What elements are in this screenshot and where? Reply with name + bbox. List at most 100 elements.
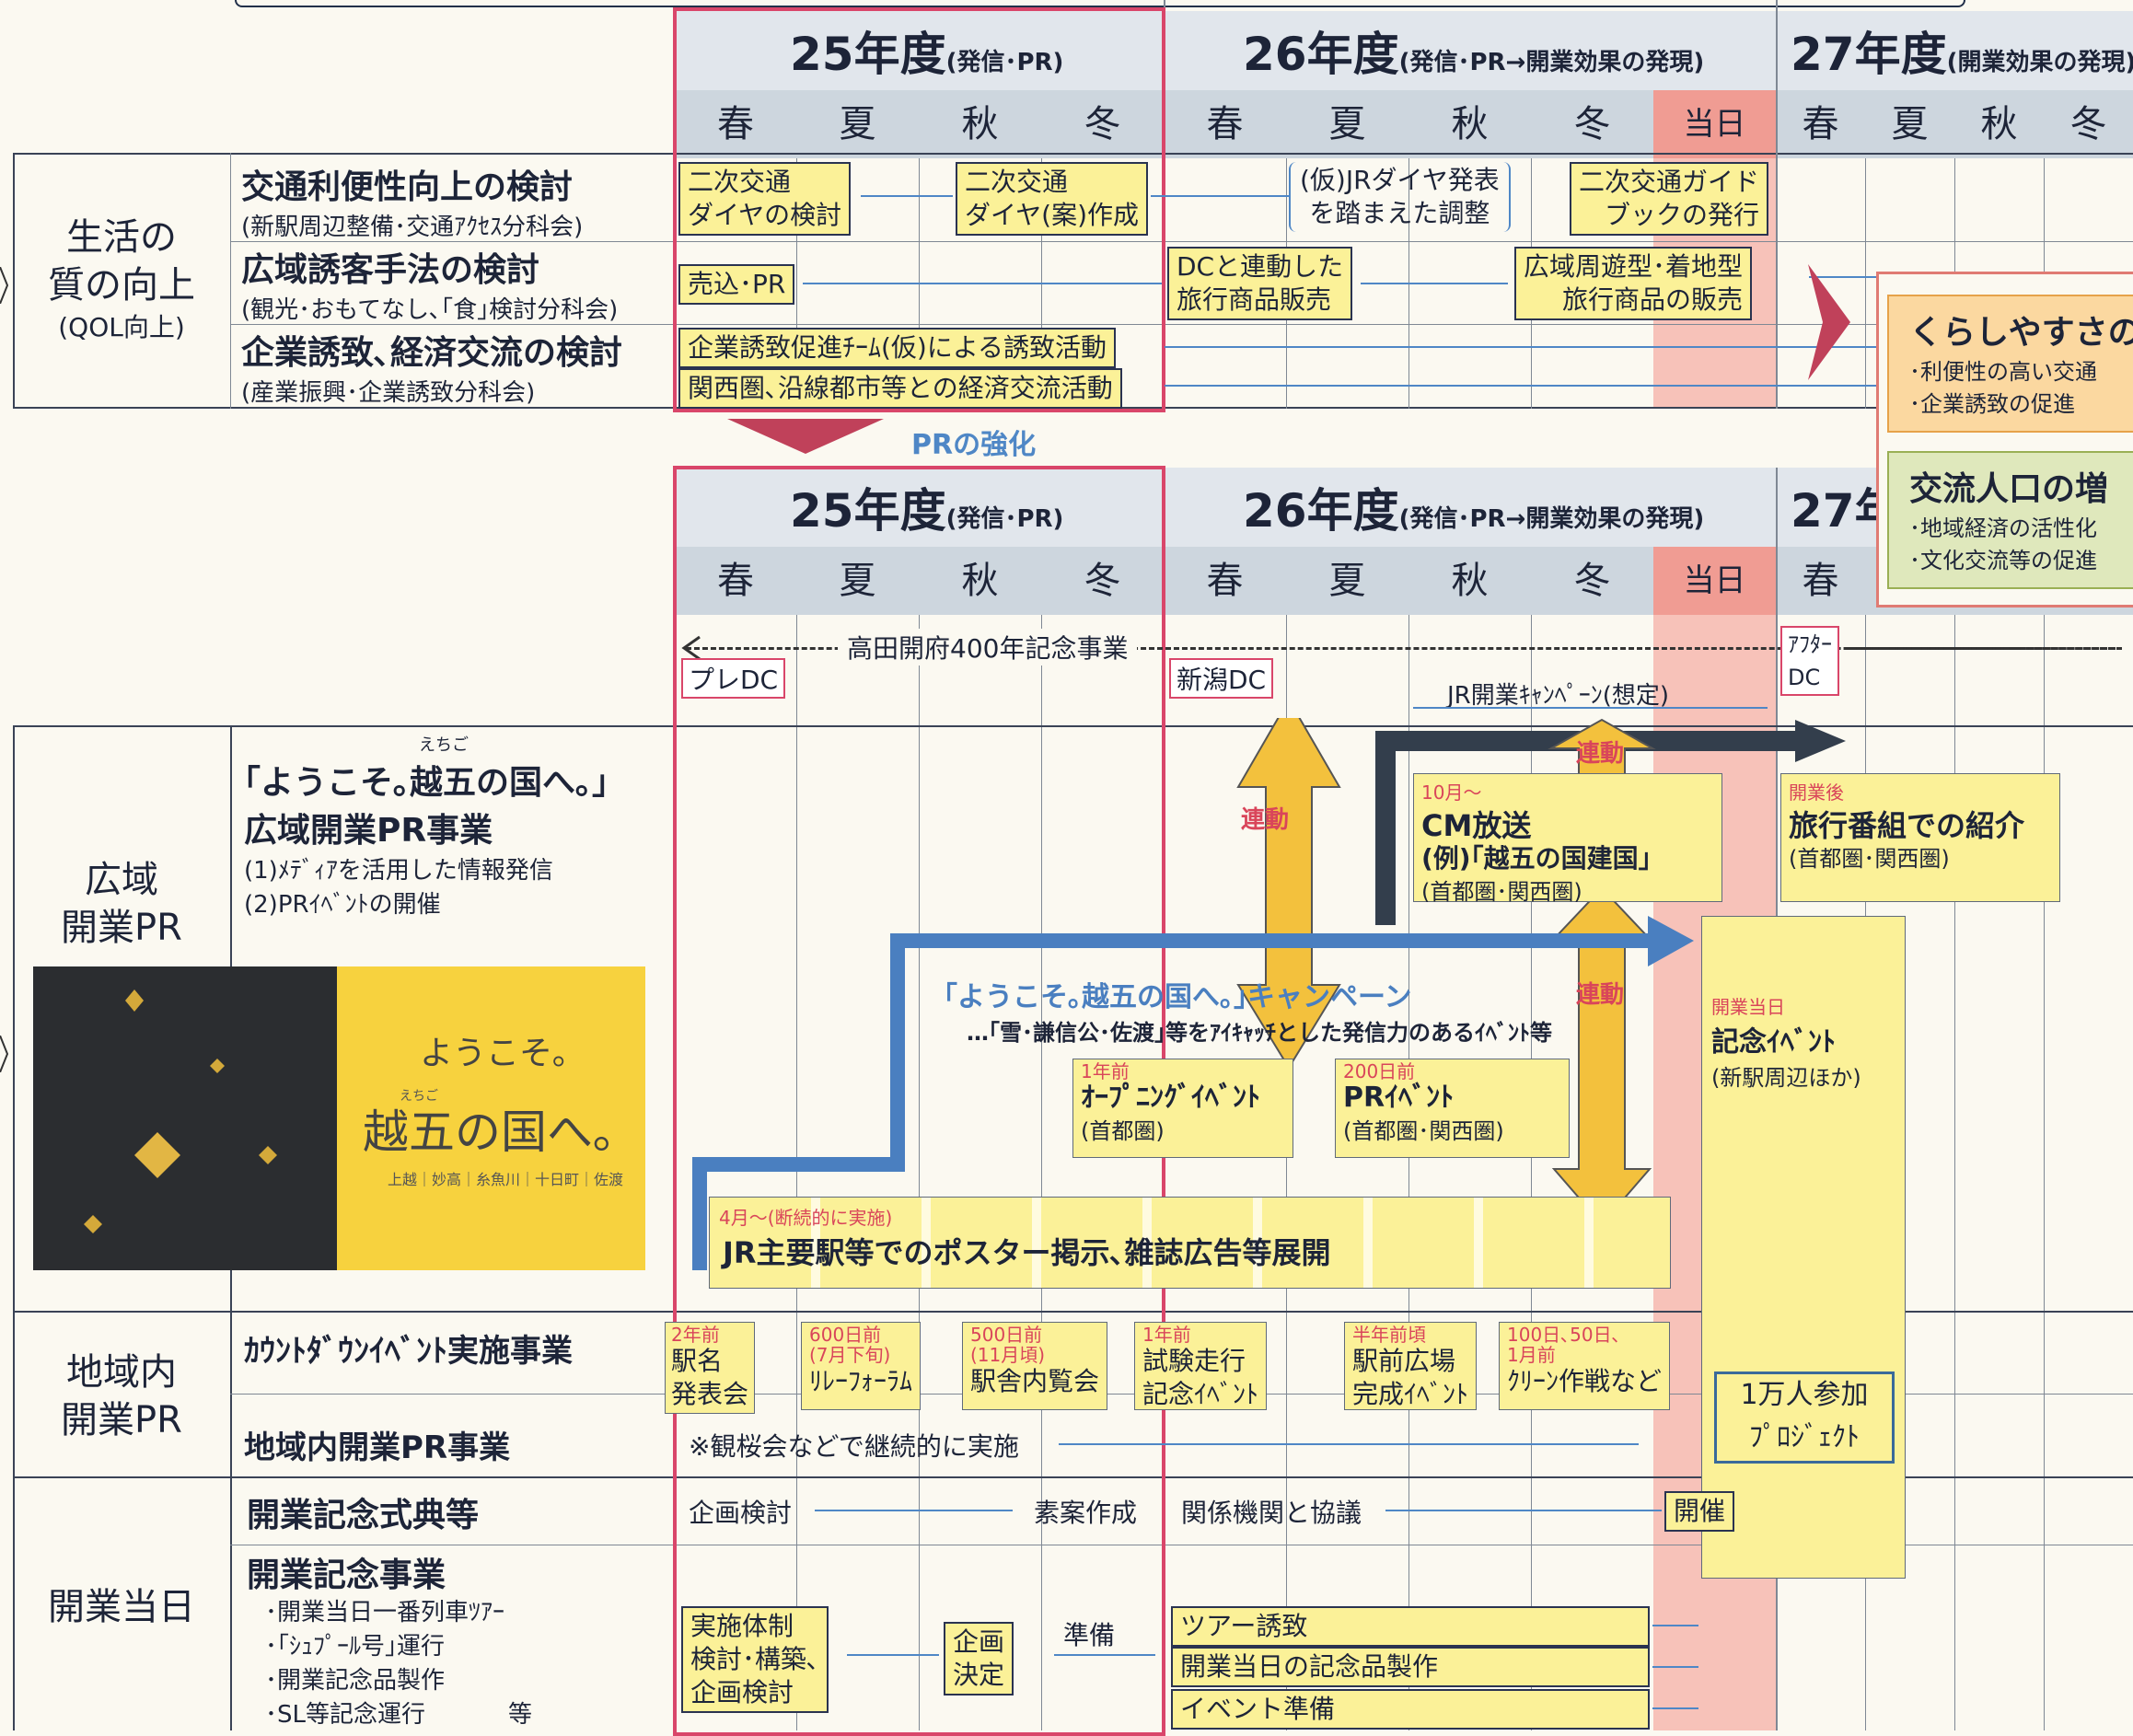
planning-label: 企画検討 xyxy=(689,1498,793,1528)
left-edge-chevron-icon xyxy=(0,1036,9,1072)
today-header: 当日 xyxy=(1653,547,1776,615)
year-27: 27年度(開業効果の発現) xyxy=(1791,28,2133,81)
season-winter: 冬 xyxy=(1531,547,1653,615)
box-sales-pr: 売込･PR xyxy=(678,264,795,305)
year-25: 25年度(発信･PR) xyxy=(790,28,1064,81)
preparation-label: 準備 xyxy=(1063,1620,1116,1650)
campaign-poster-image: ようこそ｡ えちご 越五の国へ｡ 上越｜妙高｜糸魚川｜十日町｜佐渡 xyxy=(33,966,645,1270)
today-header: 当日 xyxy=(1653,90,1776,158)
arrow xyxy=(1165,385,1883,387)
season-spring: 春 xyxy=(675,547,796,615)
category-qol: 生活の 質の向上 (QOL向上) xyxy=(48,216,195,342)
grid-line xyxy=(1041,615,1042,1730)
diamond-pattern-icon xyxy=(84,990,277,1233)
memorial-event-column: 開業当日 記念ｲﾍﾞﾝﾄ (新駅周辺ほか) xyxy=(1701,916,1906,1579)
ceremony-held-box: 開催 xyxy=(1664,1491,1735,1532)
ten-thousand-participation-box: 1万人参加ﾌﾟﾛｼﾞｪｸﾄ xyxy=(1714,1371,1895,1464)
arrow-left-icon xyxy=(681,635,701,661)
row-countdown: ｶｳﾝﾄﾀﾞｳﾝｲﾍﾞﾝﾄ実施事業 xyxy=(244,1333,573,1370)
implementation-setup-box: 実施体制検討･構築､企画検討 xyxy=(681,1606,829,1713)
pr-event-box: 200日前 PRｲﾍﾞﾝﾄ (首都圏･関西圏) xyxy=(1335,1059,1570,1158)
season-winter: 冬 xyxy=(1531,90,1653,158)
box-dc-travel-products: DCと連動した旅行商品販売 xyxy=(1167,247,1353,320)
kanoukai-note: ※観桜会などで継続的に実施 xyxy=(689,1431,1019,1462)
souvenir-production-box: 開業当日の記念品製作 xyxy=(1171,1647,1650,1687)
draft-label: 素案作成 xyxy=(1034,1498,1138,1528)
grid-line xyxy=(796,615,797,1730)
regional-pr-description: えちご ｢ようこそ｡越五の国へ｡｣ 広域開業PR事業 (1)ﾒﾃﾞｨｱを活用した… xyxy=(244,735,609,919)
arrow xyxy=(815,1510,1013,1511)
campaign-subtitle: …｢雪･謙信公･佐渡｣等をｱｲｷｬｯﾁとした発信力のあるｲﾍﾞﾝﾄ等 xyxy=(967,1020,1552,1046)
season-summer: 夏 xyxy=(1865,90,1954,158)
rendo-label-3: 連動 xyxy=(1576,981,1625,1009)
niigata-dc-badge: 新潟DC xyxy=(1169,658,1274,699)
event-clean-campaign: 100日､50日､ 1月前 ｸﾘｰﾝ作戦など xyxy=(1499,1322,1671,1410)
arrow xyxy=(1652,1707,1698,1709)
box-business-attraction: 企業誘致促進ﾁｰﾑ(仮)による誘致活動 xyxy=(678,328,1117,368)
box-regional-tour-sales: 広域周遊型･着地型旅行商品の販売 xyxy=(1514,247,1753,320)
year-header-row xyxy=(675,11,2133,90)
after-dc-dashed-line xyxy=(1849,647,2116,650)
jr-campaign-arrow xyxy=(1413,707,1768,709)
season-summer: 夏 xyxy=(796,547,919,615)
cm-broadcast-box: 10月～ CM放送 (例)｢越五の国建国｣ (首都圏･関西圏) xyxy=(1413,773,1722,905)
year-25: 25年度(発信･PR) xyxy=(790,484,1064,538)
grid-line xyxy=(1286,615,1287,1730)
event-preparation-box: イベント準備 xyxy=(1171,1689,1650,1730)
grid-line xyxy=(1408,615,1409,1730)
arrow xyxy=(847,1654,939,1656)
outcome-arrow-icon xyxy=(1808,264,1850,380)
outcome-livability: くらしやすさの ･利便性の高い交通 ･企業誘致の促進 xyxy=(1887,295,2133,433)
season-spring: 春 xyxy=(1776,90,1865,158)
grid-line xyxy=(13,1311,2133,1313)
box-secondary-transport-draft: 二次交通ダイヤ(案)作成 xyxy=(956,162,1149,236)
travel-program-box: 開業後 旅行番組での紹介 (首都圏･関西圏) xyxy=(1780,773,2060,902)
box-jr-timetable-adjust: (仮)JRダイヤ発表を踏まえた調整 xyxy=(1289,162,1511,232)
year-26: 26年度(発信･PR→開業効果の発現) xyxy=(1243,28,1705,81)
year25-highlight-frame xyxy=(673,7,1165,412)
arrow xyxy=(1385,1510,1662,1511)
box-economic-exchange: 関西圏､沿線都市等との経済交流活動 xyxy=(678,368,1122,409)
season-autumn: 秋 xyxy=(1408,90,1531,158)
box-guidebook: 二次交通ガイドブックの発行 xyxy=(1570,162,1769,236)
pr-strengthen-label: PRの強化 xyxy=(911,429,1037,461)
event-station-preview: 500日前 (11月頃) 駅舎内覧会 xyxy=(962,1322,1108,1410)
season-autumn: 秋 xyxy=(1408,547,1531,615)
season-winter: 冬 xyxy=(1041,547,1164,615)
coordination-label: 関係機関と協議 xyxy=(1181,1498,1362,1528)
grid-line xyxy=(1865,158,1866,409)
season-summer: 夏 xyxy=(1286,547,1408,615)
season-summer: 夏 xyxy=(1286,90,1408,158)
season-winter: 冬 xyxy=(2044,90,2133,158)
grid-line xyxy=(919,615,920,1730)
category-regional-pr: 広域開業PR xyxy=(61,859,182,949)
section2-table xyxy=(13,725,2133,1730)
takada-dashed-line xyxy=(686,647,2122,650)
arrow xyxy=(861,195,953,197)
grid-line xyxy=(230,241,2133,242)
arrow xyxy=(1652,1625,1698,1626)
box-secondary-transport-study: 二次交通ダイヤの検討 xyxy=(678,162,852,236)
season-autumn: 秋 xyxy=(919,547,1041,615)
rendo-label-2: 連動 xyxy=(1576,740,1625,768)
arrow xyxy=(1054,1654,1155,1656)
grid-line xyxy=(1776,0,1778,409)
event-test-run: 1年前 試験走行記念ｲﾍﾞﾝﾄ xyxy=(1134,1322,1268,1410)
grid-line xyxy=(1954,615,1955,1730)
tour-invitation-box: ツアー誘致 xyxy=(1171,1606,1650,1647)
row-transport: 交通利便性向上の検討 (新駅周辺整備･交通ｱｸｾｽ分科会) xyxy=(241,168,584,241)
year-26: 26年度(発信･PR→開業効果の発現) xyxy=(1243,484,1705,538)
season-spring: 春 xyxy=(1164,90,1286,158)
plan-decision-box: 企画決定 xyxy=(944,1622,1014,1695)
season-autumn: 秋 xyxy=(919,90,1041,158)
season-spring: 春 xyxy=(675,90,796,158)
season-spring: 春 xyxy=(1164,547,1286,615)
opening-event-box: 1年前 ｵｰﾌﾟﾆﾝｸﾞｲﾍﾞﾝﾄ (首都圏) xyxy=(1072,1059,1293,1158)
row-local-pr: 地域内開業PR事業 xyxy=(244,1429,511,1466)
takada-label: 高田開府400年記念事業 xyxy=(838,629,1138,665)
grid-line xyxy=(230,324,2133,325)
grid-line xyxy=(230,153,231,409)
grid-line xyxy=(2044,615,2045,1730)
arrow xyxy=(1652,1666,1698,1668)
